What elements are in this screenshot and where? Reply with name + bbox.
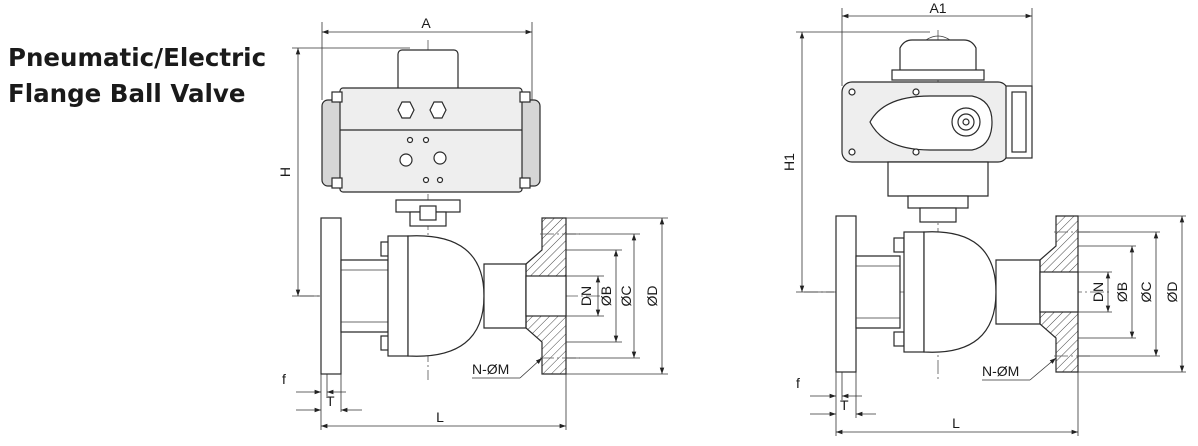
dim-label-n-m: N-ØM — [472, 361, 509, 377]
actuator-corner-nut-bl — [331, 177, 343, 189]
dim-label-t: T — [326, 393, 335, 409]
right-tube — [483, 263, 527, 329]
actuator-end-cap-left — [321, 99, 343, 187]
dim-label-c: ØC — [618, 286, 634, 307]
dim-label-d-right: ØD — [1164, 282, 1180, 303]
body-flange — [387, 235, 409, 357]
dim-label-a1: A1 — [929, 0, 946, 16]
body-bolt-top-right-view — [893, 237, 905, 253]
left-neck — [340, 259, 389, 333]
left-flange-right-view — [835, 215, 857, 373]
ball-body — [407, 235, 485, 357]
port-dot-4 — [436, 176, 444, 184]
electric-top-cover — [899, 39, 977, 79]
title-line-2: Flange Ball Valve — [8, 79, 246, 108]
port-circle-2 — [433, 151, 447, 165]
dim-label-f-right: f — [796, 375, 800, 391]
dim-label-dn-right: DN — [1090, 282, 1106, 302]
dim-label-h1: H1 — [781, 153, 797, 171]
page-title: Pneumatic/Electric Flange Ball Valve — [8, 40, 278, 112]
electric-bracket — [907, 195, 969, 209]
dim-label-a: A — [421, 15, 431, 31]
actuator-end-cap-right — [519, 99, 541, 187]
dim-label-t-right: T — [840, 397, 849, 413]
dim-label-n-m-right: N-ØM — [982, 363, 1019, 379]
dim-label-dn: DN — [578, 286, 594, 306]
dim-label-b-right: ØB — [1114, 282, 1130, 302]
body-flange-right-view — [903, 231, 925, 353]
port-hex-2 — [429, 101, 447, 119]
dim-label-l-right: L — [952, 415, 960, 431]
actuator-corner-nut-tl — [331, 91, 343, 103]
bore — [525, 275, 567, 317]
dim-label-f: f — [282, 371, 286, 387]
electric-stem-coupling — [919, 207, 957, 223]
body-bolt-bottom-right-view — [893, 331, 905, 347]
actuator-body — [339, 87, 523, 193]
dim-label-h: H — [277, 167, 293, 177]
port-hex-1 — [397, 101, 415, 119]
bore-right-view — [1039, 271, 1079, 313]
actuator-corner-nut-tr — [519, 91, 531, 103]
electric-cover-base — [891, 69, 985, 81]
actuator-top-boss — [397, 49, 459, 93]
left-flange — [320, 217, 342, 375]
port-circle-1 — [399, 153, 413, 167]
dim-label-b: ØB — [598, 286, 614, 306]
port-dot-3 — [422, 176, 430, 184]
electric-lower-block — [887, 161, 989, 197]
right-tube-right-view — [995, 259, 1041, 325]
stem — [419, 205, 437, 221]
electric-valve-drawing: A1 H1 DN ØB ØC ØD N-ØM f — [781, 0, 1186, 436]
dim-label-l: L — [436, 409, 444, 425]
left-neck-right-view — [855, 255, 901, 329]
pneumatic-valve-drawing: A H DN ØB ØC ØD N-ØM f T — [277, 15, 668, 430]
port-dot-1 — [406, 136, 414, 144]
title-line-1: Pneumatic/Electric — [8, 43, 267, 72]
port-dot-2 — [422, 136, 430, 144]
dim-label-c-right: ØC — [1138, 282, 1154, 303]
actuator-corner-nut-br — [519, 177, 531, 189]
dim-label-d: ØD — [644, 286, 660, 307]
ball-body-right-view — [923, 231, 997, 353]
